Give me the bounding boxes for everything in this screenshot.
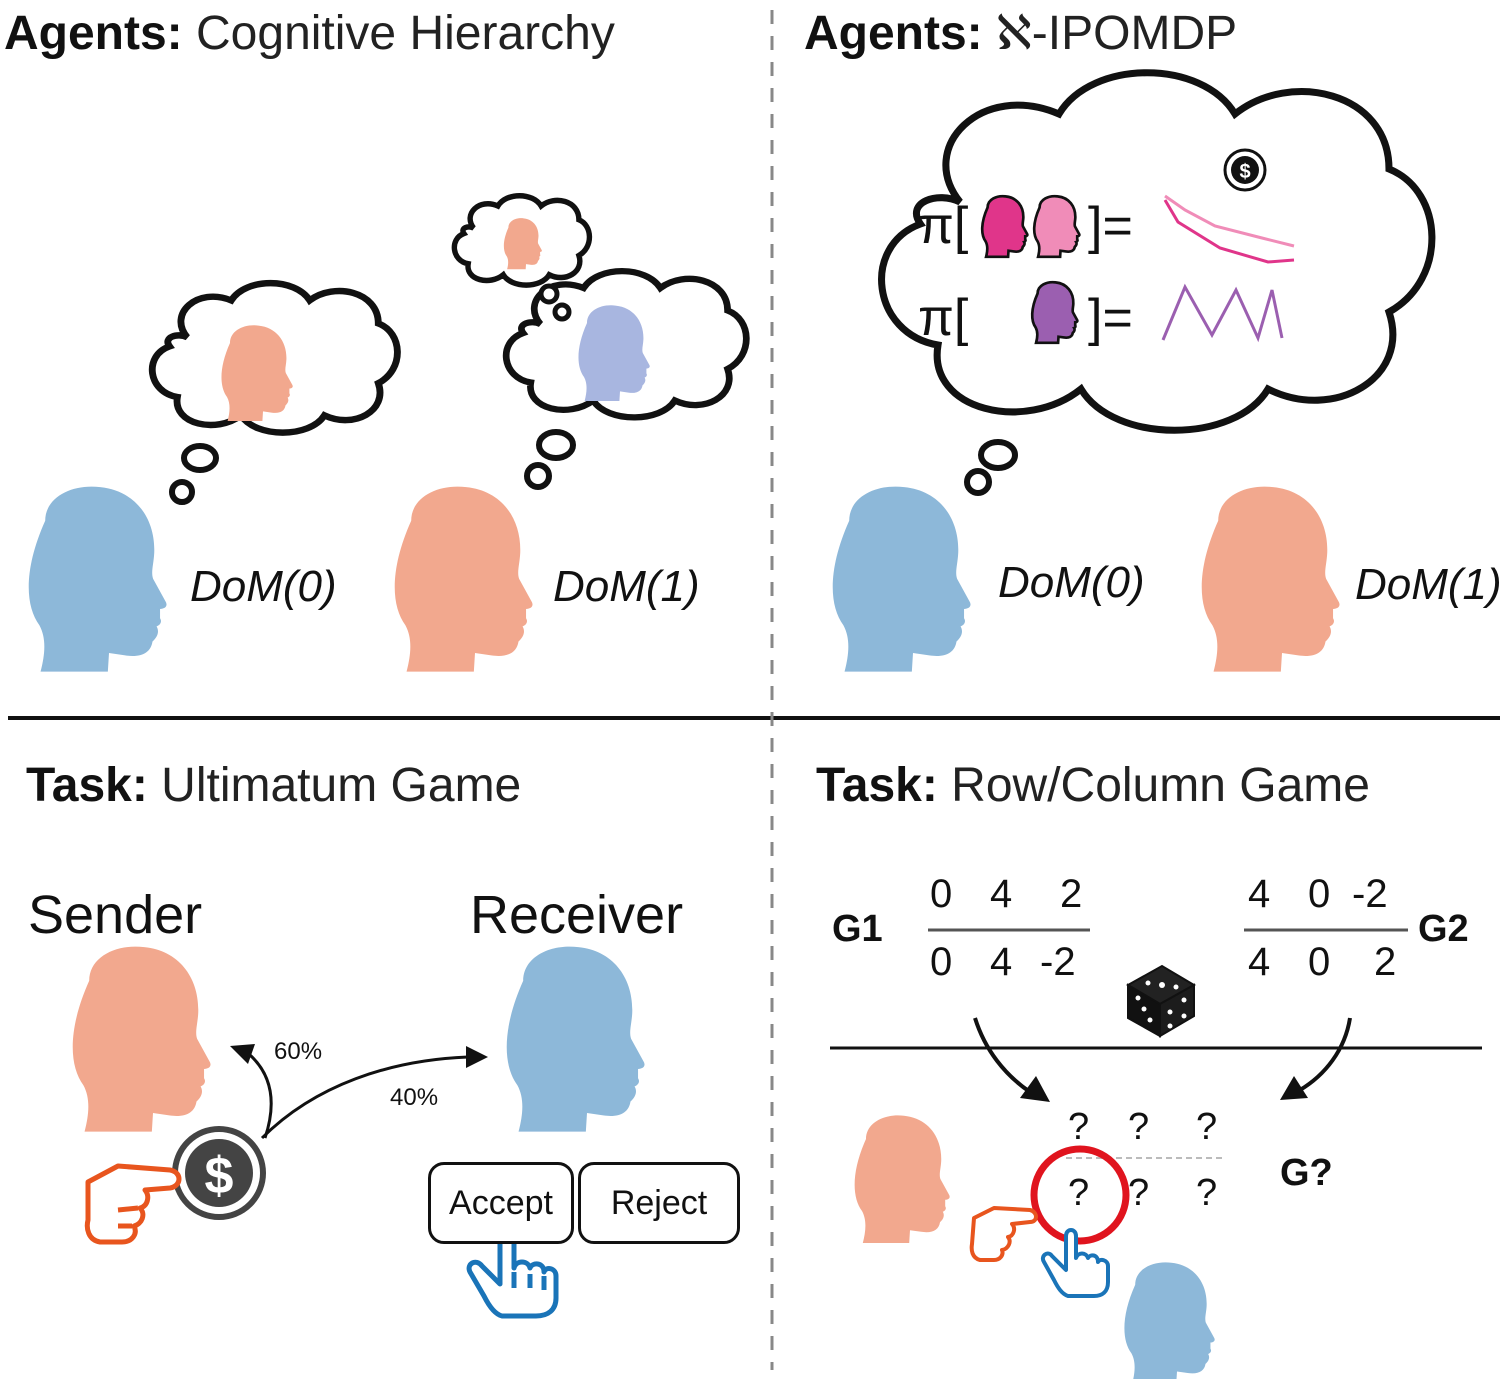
head-icon [72, 946, 211, 1132]
click-hand-icon [466, 1228, 559, 1319]
dice-icon [1125, 964, 1197, 1038]
dom1-label: DoM(1) [553, 562, 700, 611]
percent-60-label: 60% [274, 1038, 323, 1065]
unknown-cell-selected[interactable]: ? [1068, 1172, 1090, 1214]
dom0-label: DoM(0) [998, 558, 1145, 607]
g1-cell: 0 [930, 940, 953, 984]
unknown-cell: ? [1128, 1106, 1150, 1148]
thought-bubble-dot [552, 302, 572, 322]
g2-cell: 2 [1374, 940, 1397, 984]
click-hand-icon [1041, 1228, 1110, 1298]
g-unknown-label: G? [1280, 1152, 1333, 1194]
g2-cell: 0 [1308, 872, 1331, 916]
policy-pi-open-2: π[ [918, 289, 969, 347]
arrow-g2-down [1298, 1017, 1352, 1092]
head-icon [832, 486, 971, 672]
policy-line-violet [1161, 283, 1284, 343]
unknown-cell: ? [1128, 1172, 1150, 1214]
g2-cell: -2 [1352, 872, 1388, 916]
g1-cell: 4 [990, 872, 1013, 916]
thought-bubble-dot [536, 429, 576, 461]
thought-bubble-dot [181, 443, 219, 473]
thought-bubble-dot [538, 283, 560, 305]
thought-bubble-dot [978, 439, 1018, 471]
policy-pi-close-1: ]= [1088, 197, 1133, 255]
policy-line-pink [1164, 194, 1295, 248]
title-bold: Task: [816, 759, 938, 812]
head-icon [980, 194, 1029, 259]
g2-label: G2 [1418, 908, 1469, 950]
g1-cell: 4 [990, 940, 1013, 984]
dom0-label: DoM(0) [190, 562, 337, 611]
policy-line-magenta [1163, 199, 1295, 264]
g1-cell: 2 [1060, 872, 1083, 916]
percent-40-label: 40% [390, 1084, 439, 1111]
dom1-label: DoM(1) [1355, 560, 1502, 609]
thought-bubble-dot [524, 462, 552, 490]
head-icon [28, 486, 167, 672]
accept-button[interactable]: Accept [428, 1162, 574, 1244]
head-icon [1124, 1262, 1215, 1379]
policy-pi-open-1: π[ [918, 197, 969, 255]
unknown-cell: ? [1196, 1172, 1218, 1214]
pointing-hand-icon [84, 1163, 182, 1245]
panel-title-row-column: Task: Row/Column Game [816, 762, 1370, 810]
arrow-g1-down [973, 1017, 1032, 1094]
reject-button[interactable]: Reject [578, 1162, 740, 1244]
sender-label: Sender [28, 885, 203, 945]
unknown-cell: ? [1196, 1106, 1218, 1148]
title-bold: Task: [26, 759, 148, 812]
g1-label: G1 [832, 908, 883, 950]
dollar-coin-icon: $ [172, 1126, 266, 1220]
arrow-to-receiver [260, 1055, 469, 1140]
title-bold: Agents: [4, 7, 183, 60]
g1-cell: 0 [930, 872, 953, 916]
g2-cell: 4 [1248, 940, 1271, 984]
title-bold: Agents: [804, 7, 983, 60]
svg-text:$: $ [1239, 161, 1250, 183]
panel-title-ipomdp: Agents: ℵ-IPOMDP [804, 10, 1237, 58]
receiver-label: Receiver [470, 885, 684, 945]
g2-cell: 0 [1308, 940, 1331, 984]
unknown-cell: ? [1068, 1106, 1090, 1148]
g1-cell: -2 [1040, 940, 1076, 984]
thought-bubble-dot [169, 479, 195, 505]
head-icon [506, 946, 645, 1132]
head-icon [1030, 280, 1079, 345]
thought-bubble-dot [964, 468, 992, 496]
head-icon [394, 486, 533, 672]
svg-text:$: $ [205, 1147, 234, 1205]
title-rest: Row/Column Game [951, 759, 1370, 812]
panel-title-ultimatum: Task: Ultimatum Game [26, 762, 521, 810]
title-rest: ℵ-IPOMDP [996, 7, 1238, 60]
pointing-hand-icon [969, 1206, 1038, 1262]
head-icon [854, 1115, 950, 1243]
head-icon [1032, 194, 1081, 259]
arrow-to-sender [248, 1053, 273, 1139]
g2-cell: 4 [1248, 872, 1271, 916]
head-icon [1201, 486, 1340, 672]
policy-pi-close-2: ]= [1088, 289, 1133, 347]
panel-title-cognitive-hierarchy: Agents: Cognitive Hierarchy [4, 10, 615, 58]
title-rest: Ultimatum Game [161, 759, 522, 812]
dollar-coin-icon: $ [1223, 148, 1267, 192]
selection-circle [1030, 1145, 1130, 1245]
title-rest: Cognitive Hierarchy [196, 7, 615, 60]
